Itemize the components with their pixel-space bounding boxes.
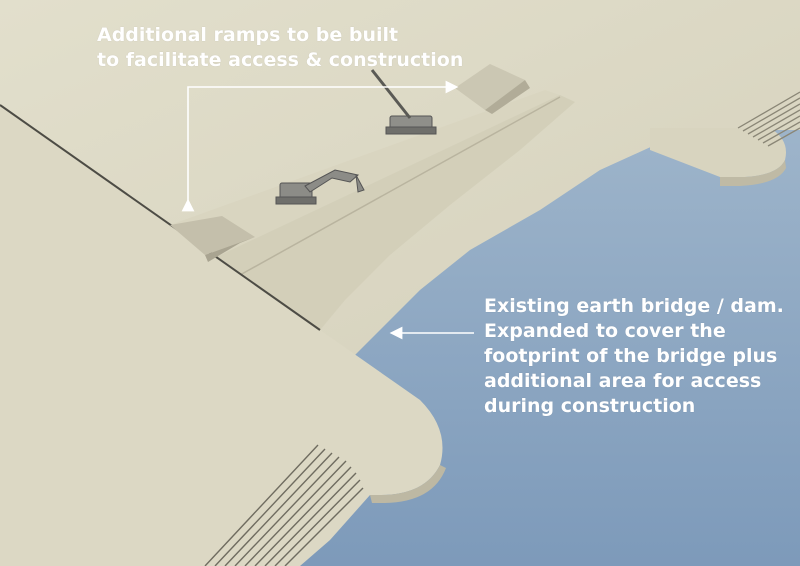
embankment-slope — [210, 95, 575, 330]
right-headland — [650, 128, 786, 177]
ramps-arrow-line — [181, 80, 459, 212]
ramps-annotation-line-1: Additional ramps to be built — [97, 24, 399, 46]
bridge-annotation-line-1: Existing earth bridge / dam. — [484, 295, 784, 317]
ramp-right — [455, 64, 525, 110]
bridge-annotation-line-4: additional area for access — [484, 370, 762, 392]
near-bank — [0, 105, 443, 566]
ramp-left — [170, 216, 255, 255]
near-steps — [204, 444, 364, 566]
right-headland-edge — [720, 160, 786, 186]
ramp-right-face — [485, 80, 530, 114]
bridge-annotation-line-2: Expanded to cover the — [484, 320, 726, 342]
right-steps — [737, 91, 800, 147]
ramps-annotation-line-2: to facilitate access & construction — [97, 49, 464, 71]
near-bank-top-edge — [0, 104, 321, 331]
bridge-annotation-line-3: footprint of the bridge plus — [484, 345, 778, 367]
near-headland-edge — [370, 465, 446, 503]
bridge-annotation: Existing earth bridge / dam. Expanded to… — [484, 294, 784, 419]
ramps-annotation: Additional ramps to be built to facilita… — [97, 23, 463, 73]
bridge-annotation-line-5: during construction — [484, 395, 696, 417]
ramp-left-face — [205, 237, 255, 262]
